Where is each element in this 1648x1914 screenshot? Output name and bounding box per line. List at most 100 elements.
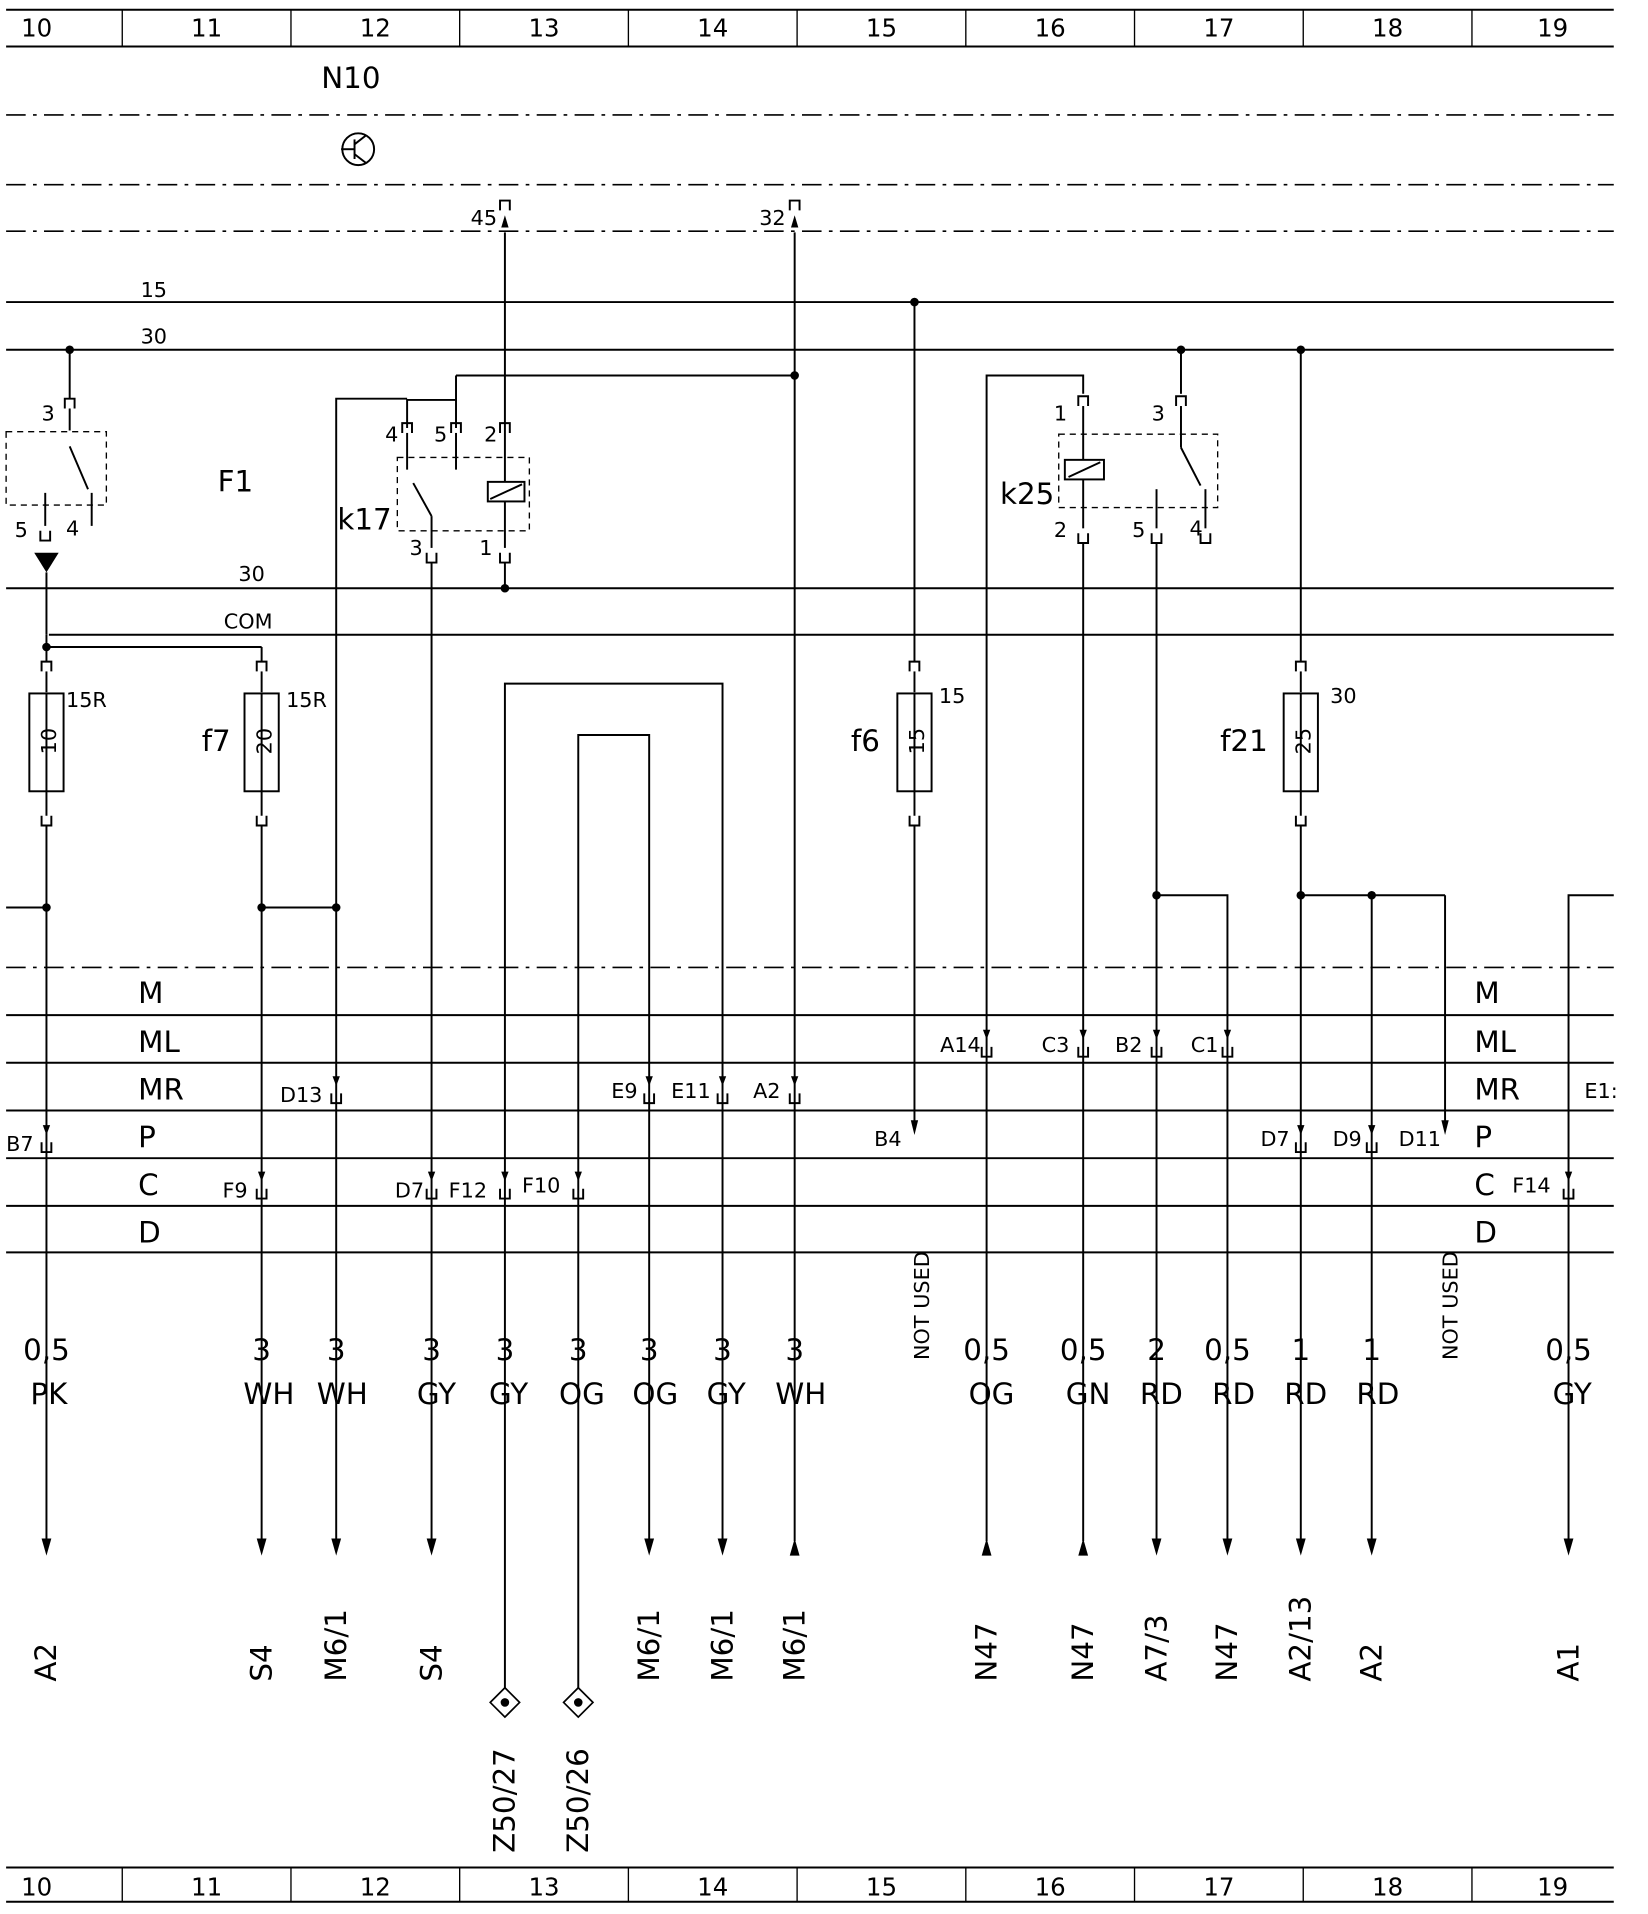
wire-color: GN: [1066, 1377, 1111, 1411]
module-pin-label: 32: [759, 206, 785, 230]
wire-color: OG: [632, 1377, 678, 1411]
grid-col-label: 15: [866, 1873, 897, 1902]
grid-col-label: 18: [1372, 14, 1403, 43]
grid-col-label: 17: [1203, 1873, 1234, 1902]
module-label: N10: [321, 61, 380, 95]
connector-label: D11: [1399, 1127, 1441, 1151]
wire-destination: N47: [1210, 1622, 1244, 1681]
harness-row-label: D: [1474, 1216, 1497, 1250]
harness-row-label: MR: [1474, 1072, 1520, 1106]
wire-destination: A2/13: [1284, 1596, 1318, 1682]
harness-bus: M ML MR P C D M ML MR P C D: [6, 966, 1614, 1254]
wire-size: 1: [1291, 1333, 1310, 1367]
relay-pin-label: 1: [1054, 402, 1067, 426]
grid-col-label: 17: [1203, 14, 1234, 43]
rail-label-30: 30: [141, 325, 167, 349]
connector-label: F10: [522, 1173, 560, 1197]
relay-pin-label: 5: [1132, 518, 1145, 542]
harness-row-label: ML: [1474, 1025, 1516, 1059]
transistor-icon: [341, 132, 376, 167]
grid-col-label: 13: [528, 1873, 559, 1902]
wire-size: 1: [1362, 1333, 1381, 1367]
grid-col-label: 14: [697, 1873, 728, 1902]
connector-b7: B7: [6, 1125, 53, 1156]
relay-pin-label: 3: [1152, 402, 1165, 426]
harness-row-label: MR: [138, 1072, 184, 1106]
wire-color: RD: [1140, 1377, 1183, 1411]
wires: [335, 232, 1614, 1688]
wire-destination: A2: [29, 1643, 63, 1682]
relay-pin-label: 4: [385, 423, 398, 447]
wire-destination: M6/1: [777, 1609, 811, 1682]
connector-e9: E9: [611, 1076, 656, 1105]
fuse-rating: 30: [1330, 684, 1356, 708]
relay-pin-label: 2: [1054, 518, 1067, 542]
relay-pin-label: 3: [410, 536, 423, 560]
connector-d11: D11: [1399, 1120, 1449, 1151]
wire-destination: Z50/26: [561, 1748, 595, 1853]
rail-label-com: COM: [224, 610, 273, 634]
relay-label: k17: [337, 503, 391, 537]
wire-destination: N47: [1066, 1622, 1100, 1681]
wire-size: 3: [496, 1333, 515, 1367]
splice-icon: [562, 1686, 595, 1719]
fuse-value: 25: [1292, 728, 1316, 754]
wire-color: RD: [1284, 1377, 1327, 1411]
wire-size: 0,5: [23, 1333, 70, 1367]
connector-d7: D7: [395, 1171, 438, 1202]
fuse-rating: 15R: [286, 688, 327, 712]
fuse-value: 10: [37, 728, 61, 754]
wire-color: RD: [1212, 1377, 1255, 1411]
fuse-value: 20: [252, 728, 276, 754]
wire-destination: A1: [1551, 1643, 1585, 1682]
fuse: 10 15R: [6, 634, 107, 1541]
wire-size: 3: [785, 1333, 804, 1367]
fuse-f7: 20 f7 15R: [46, 645, 341, 1541]
fuse-f21: 25 f21 30: [1220, 345, 1446, 1541]
connector-label: F12: [449, 1178, 487, 1202]
fuse-value: 15: [905, 728, 929, 754]
connector-label: B2: [1115, 1033, 1142, 1057]
grid-col-label: 13: [528, 14, 559, 43]
relay-label: k25: [1000, 477, 1054, 511]
connector-f9: F9: [223, 1171, 268, 1202]
fuse-name: f21: [1220, 724, 1268, 758]
grid-col-label: 18: [1372, 1873, 1403, 1902]
top-grid: 10 11 12 13 14 15 16 17 18 19: [6, 8, 1614, 48]
harness-row-label: D: [138, 1216, 161, 1250]
harness-row-label: P: [138, 1120, 156, 1154]
wire-color: PK: [30, 1377, 68, 1411]
grid-col-label: 16: [1035, 1873, 1066, 1902]
fuse-rating: 15: [939, 684, 965, 708]
relay-pin-label: 5: [15, 518, 28, 542]
supply-rails: 15 30 30 COM: [6, 278, 1614, 636]
relay-k25: 1 2 3 5 4 k25: [985, 345, 1219, 1016]
wire-destination: M6/1: [319, 1609, 353, 1682]
relay-pin-label: 3: [42, 402, 55, 426]
grid-col-label: 14: [697, 14, 728, 43]
wire-size: 0,5: [1545, 1333, 1592, 1367]
wire-destination: M6/1: [632, 1609, 666, 1682]
harness-row-label: C: [138, 1168, 158, 1202]
wire-destination: M6/1: [705, 1609, 739, 1682]
wire-color: GY: [489, 1377, 528, 1411]
fuse-f6: 15 f6 15: [851, 297, 965, 1126]
grid-col-label: 12: [360, 14, 391, 43]
connector-d13: D13: [280, 1076, 343, 1107]
relay-pin-label: 2: [484, 423, 497, 447]
connector-label: D7: [395, 1178, 424, 1202]
wire-color: GY: [707, 1377, 746, 1411]
wire-destination: Z50/27: [488, 1748, 522, 1853]
harness-row-label: P: [1474, 1120, 1492, 1154]
wire-size: 0,5: [963, 1333, 1010, 1367]
wire-destination: A2: [1354, 1643, 1388, 1682]
grid-col-label: 11: [191, 14, 222, 43]
connector-f14: F14: [1512, 1171, 1575, 1200]
connector-label: E11: [671, 1079, 711, 1103]
wire-size: 0,5: [1060, 1333, 1107, 1367]
relay-pin-label: 4: [1190, 517, 1203, 541]
grid-col-label: 11: [191, 1873, 222, 1902]
bottom-grid: 10 11 12 13 14 15 16 17 18 19: [6, 1866, 1614, 1903]
wire-color: OG: [559, 1377, 605, 1411]
